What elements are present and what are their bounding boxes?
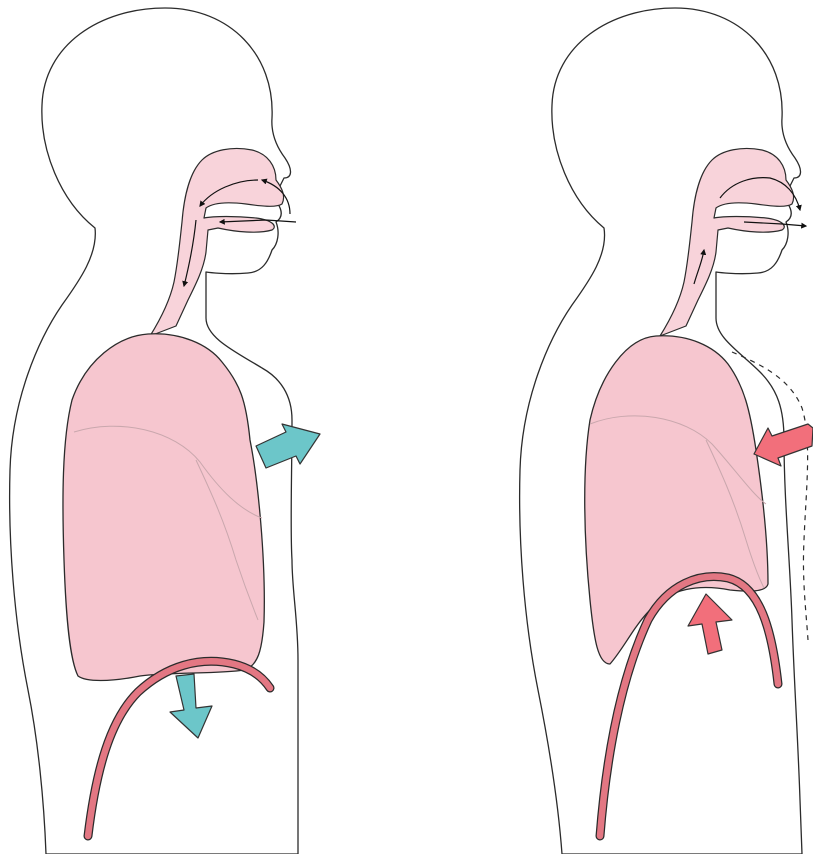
exhalation-figure [520,8,813,854]
lung [63,334,264,681]
inhalation-figure [10,8,320,854]
